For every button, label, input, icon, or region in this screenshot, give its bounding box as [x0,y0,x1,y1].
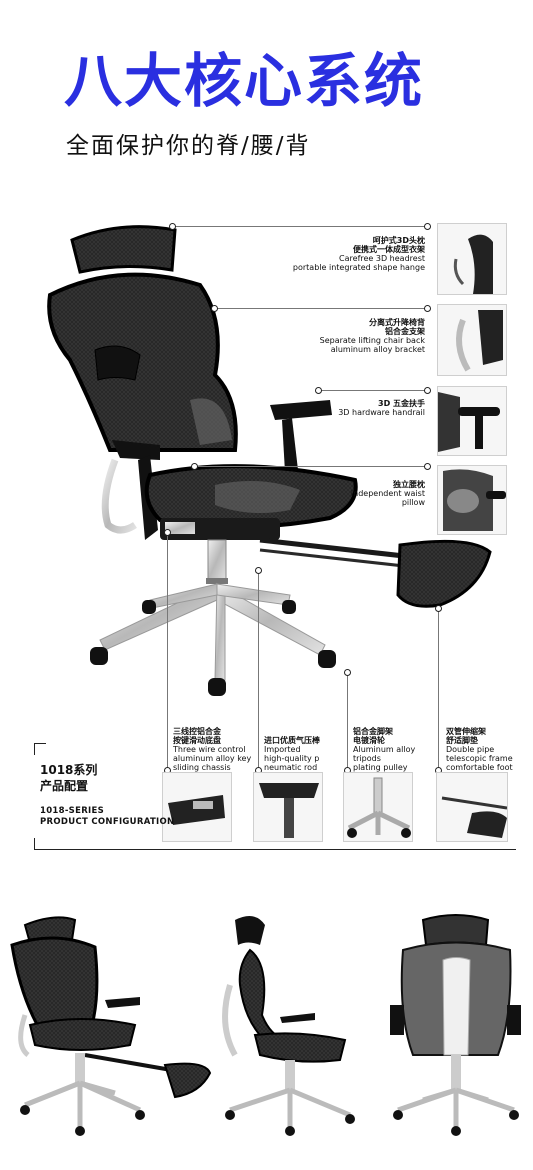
marker-dot [315,387,322,394]
page-subtitle: 全面保护你的脊/腰/背 [66,133,311,159]
leader-line [214,308,428,309]
vertical-leader [347,672,348,770]
main-chair-illustration [47,225,492,696]
marker-dot [424,305,431,312]
page-title: 八大核心系统 [64,47,425,115]
tripod-detail-icon [347,777,411,838]
leader-line [194,466,428,467]
thumb-waist-pillow [437,465,507,535]
thumb-foot-pad [436,772,508,842]
feature-headrest: 呵护式3D头枕 便携式一体成型衣架 Carefree 3D headrest p… [292,236,425,272]
feature-handrail: 3D 五金扶手 3D hardware handrail [338,399,425,417]
waist-pillow-detail-icon [443,469,506,531]
thumb-handrail [437,386,507,456]
bracket-corner [34,743,46,755]
feature-chassis: 三线控铝合金 按键滑动底盘 Three wire control aluminu… [173,727,252,772]
foot-pad-detail-icon [441,796,507,838]
chair-view-front-angle [10,916,212,1136]
handrail-detail-icon [438,392,500,452]
marker-dot [211,305,218,312]
vertical-leader [167,532,168,770]
marker-dot [255,567,262,574]
thumb-gas-rod [253,772,323,842]
feature-gas-rod: 进口优质气压棒 Imported high-quality p neumatic… [264,736,320,772]
chair-view-back [390,914,521,1136]
thumb-tripod [343,772,413,842]
marker-dot [424,387,431,394]
feature-waist-pillow: 独立腰枕 Independent waist pillow [350,480,425,507]
marker-dot [164,529,171,536]
leader-line [318,390,428,391]
divider-line [46,849,516,850]
series-title-en: 1018-SERIES PRODUCT CONFIGURATION [40,806,175,827]
thumb-chassis [162,772,232,842]
thumb-headrest [437,223,507,295]
marker-dot [424,223,431,230]
gas-rod-detail-icon [259,783,319,838]
series-title-cn: 1018系列 产品配置 [40,763,98,793]
bracket-corner [34,838,46,850]
marker-dot [424,463,431,470]
chair-back-detail-icon [456,310,503,372]
marker-dot [435,605,442,612]
thumb-chair-back [437,304,507,376]
leader-line [172,226,428,227]
marker-dot [191,463,198,470]
vertical-leader [258,570,259,770]
feature-tripod: 铝合金脚架 电镀滑轮 Aluminum alloy tripods platin… [353,727,416,772]
chair-view-side [222,916,355,1136]
marker-dot [344,669,351,676]
vertical-leader [438,608,439,770]
feature-chair-back: 分离式升降椅背 铝合金支架 Separate lifting chair bac… [319,318,425,354]
headrest-detail-icon [453,234,493,294]
marker-dot [169,223,176,230]
chassis-detail-icon [168,795,225,825]
